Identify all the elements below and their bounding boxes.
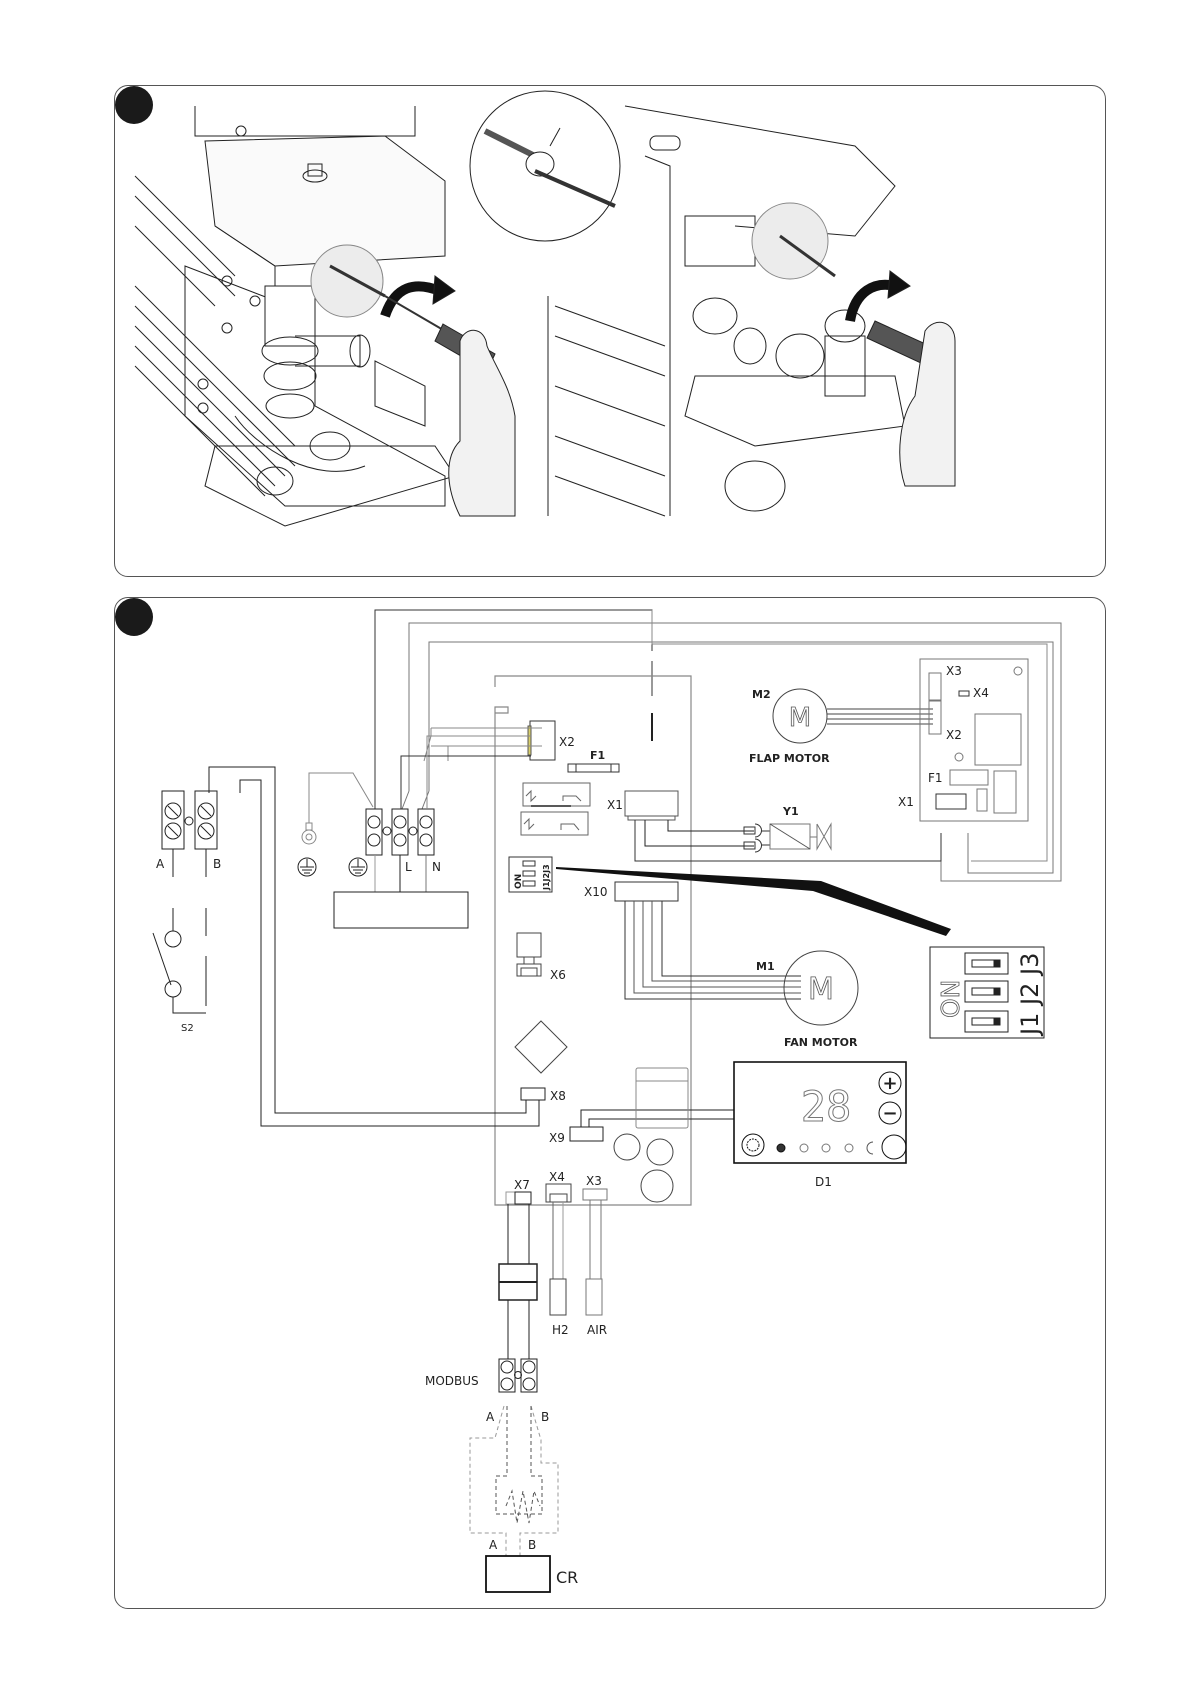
display-plus-button: + [882, 1073, 897, 1094]
label-f1: F1 [590, 749, 605, 762]
label-x7: X7 [514, 1178, 530, 1192]
modbus-terminal [499, 1359, 537, 1392]
label-m1: M1 [756, 960, 775, 973]
label-h2: H2 [552, 1323, 569, 1337]
label-s2: S2 [181, 1023, 194, 1034]
label-flap-x4: X4 [973, 686, 989, 700]
terminal-block-ab [162, 791, 217, 877]
dip-jumper-label: J1J2J3 [542, 864, 551, 891]
label-flap-x3: X3 [946, 664, 962, 678]
label-terminal-b: B [213, 857, 221, 871]
dip-zoom-j1: J1 J2 J3 [1016, 953, 1044, 1037]
label-m2: M2 [752, 688, 771, 701]
label-flap-f1: F1 [928, 771, 943, 785]
connector-x1 [625, 791, 941, 861]
label-cr: CR [556, 1568, 578, 1587]
relay-1 [523, 783, 590, 806]
connector-x6 [517, 933, 541, 976]
board-components [614, 1068, 688, 1202]
relay-2 [521, 812, 588, 835]
connector-x10 [615, 882, 801, 999]
label-cr-a: A [489, 1538, 498, 1552]
connector-x7 [499, 1192, 537, 1359]
ground-lug [302, 773, 373, 844]
label-x10: X10 [584, 885, 608, 899]
wiring-diagram: X2 F1 X1 [115, 598, 1105, 1608]
valve-y1 [744, 824, 831, 852]
fan-motor-symbol: M [808, 972, 834, 1007]
label-cr-b: B [528, 1538, 536, 1552]
label-terminal-a: A [156, 857, 165, 871]
figure-2-panel: X2 F1 X1 [114, 597, 1106, 1609]
dip-zoom-on-label: ON [936, 980, 965, 1018]
label-modbus-b: B [541, 1410, 549, 1424]
label-air: AIR [587, 1323, 607, 1337]
connector-x9 [570, 1110, 734, 1141]
figure-1-illustration [115, 86, 1105, 576]
connector-x2 [424, 721, 555, 761]
connector-x3 [583, 1189, 607, 1315]
fuse-f1 [568, 764, 619, 772]
label-flap-motor: FLAP MOTOR [749, 752, 830, 765]
label-n: N [432, 860, 441, 874]
label-x9: X9 [549, 1131, 565, 1145]
label-d1: D1 [815, 1175, 832, 1189]
ground-symbol-1 [298, 858, 316, 876]
label-modbus-a: A [486, 1410, 495, 1424]
flap-motor-symbol: M [789, 703, 811, 733]
label-x4: X4 [549, 1170, 565, 1184]
controller-cr [486, 1556, 550, 1592]
label-x2: X2 [559, 735, 575, 749]
label-modbus: MODBUS [425, 1374, 479, 1388]
modbus-cable [470, 1406, 558, 1556]
dip-on-label: ON [514, 874, 524, 889]
label-flap-x1: X1 [898, 795, 914, 809]
label-y1: Y1 [782, 805, 799, 818]
label-l: L [405, 860, 412, 874]
flap-board-frame [652, 610, 1047, 861]
display-minus-button: − [882, 1103, 897, 1124]
switch-s2 [153, 908, 206, 1013]
label-x6: X6 [550, 968, 566, 982]
flap-control-board [920, 659, 1028, 821]
label-x3: X3 [586, 1174, 602, 1188]
ground-symbol-2 [349, 858, 367, 876]
label-x1: X1 [607, 798, 623, 812]
label-flap-x2: X2 [946, 728, 962, 742]
figure-1-panel [114, 85, 1106, 577]
power-supply-block [334, 892, 468, 928]
label-x8: X8 [550, 1089, 566, 1103]
connector-x4 [546, 1184, 571, 1315]
label-fan-motor: FAN MOTOR [784, 1036, 858, 1049]
board-component-diamond [515, 1021, 567, 1073]
display-reading: 28 [801, 1082, 852, 1131]
